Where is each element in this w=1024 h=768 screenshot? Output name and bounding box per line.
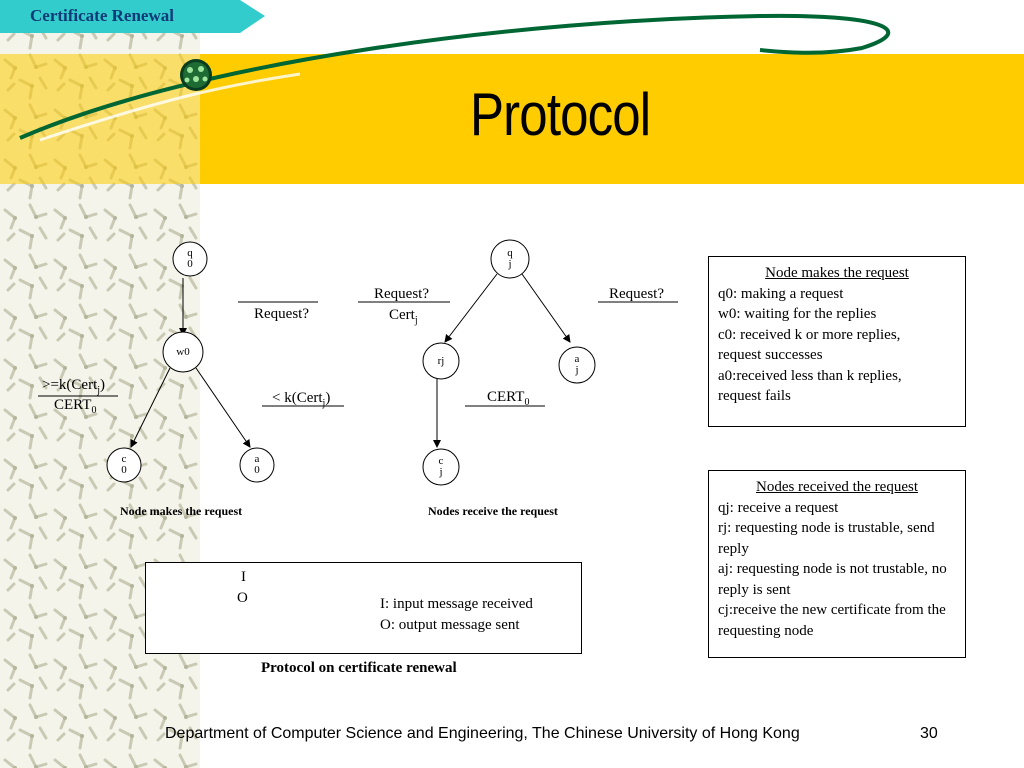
footer-department: Department of Computer Science and Engin… (165, 725, 800, 742)
box-nodes-received-request: Nodes received the request qj: receive a… (708, 470, 966, 658)
caption-node-makes-request: Node makes the request (120, 504, 243, 518)
title-bar-pattern-overlay (0, 54, 200, 184)
caption-nodes-receive-request: Nodes receive the request (428, 504, 558, 518)
swoosh-decoration (19, 13, 890, 142)
green-orb-icon (180, 59, 212, 91)
legend-fraction-top: I (241, 569, 246, 585)
node-a0 (239, 447, 275, 483)
box-title: Nodes received the request (755, 479, 918, 495)
caption-protocol-renewal: Protocol on certificate renewal (261, 660, 457, 676)
label-request-right: Request? (609, 286, 664, 302)
box-line: cj:receive the new certificate from the … (718, 602, 946, 639)
label-request-middle: Request? (374, 286, 429, 302)
label-request-left: Request? (254, 306, 309, 322)
box-line: request successes (718, 347, 823, 363)
label-less-k-cert: < k(Certj) (272, 390, 331, 409)
label-cert0-middle: CERT0 (487, 389, 530, 408)
box-title: Node makes the request (765, 265, 909, 281)
box-line: q0: making a request (718, 285, 844, 302)
title-bar (200, 54, 1024, 184)
edge-w0-c0 (130, 367, 171, 448)
slide-title: Protocol (470, 81, 651, 148)
box-line: qj: receive a request (718, 499, 839, 516)
box-node-makes-request: Node makes the request q0: making a requ… (708, 256, 966, 427)
node-w0-label: w0 (176, 345, 190, 358)
page-number: 30 (920, 725, 938, 742)
node-q0 (172, 241, 208, 277)
box-line: aj: requesting node is not trustable, no… (718, 561, 947, 598)
section-tab (0, 0, 265, 33)
legend-line-output: O: output message sent (380, 617, 520, 633)
legend-line-input: I: input message received (380, 596, 533, 612)
box-line: a0:received less than k replies, (718, 367, 902, 384)
node-qj (490, 239, 530, 279)
node-w0 (162, 331, 204, 373)
legend-fraction-bottom: O (237, 590, 248, 606)
section-tab-label: Certificate Renewal (30, 6, 174, 25)
node-cj (422, 448, 460, 486)
node-rj (422, 342, 460, 380)
legend-box (145, 562, 582, 654)
node-aj (558, 346, 596, 384)
edge-qj-aj (521, 273, 571, 343)
box-line: rj: requesting node is trustable, send r… (718, 520, 935, 557)
node-c0 (106, 447, 142, 483)
box-line: request fails (718, 388, 791, 404)
label-cert0-left: CERT0 (54, 397, 97, 416)
edge-qj-rj (444, 273, 498, 343)
node-rj-label: rj (437, 354, 445, 367)
label-certj: Certj (389, 307, 418, 326)
box-line: c0: received k or more replies, (718, 326, 901, 343)
label-ge-k-cert: >=k(Certj) (42, 377, 106, 396)
edge-w0-a0 (195, 367, 251, 448)
box-line: w0: waiting for the replies (718, 306, 877, 322)
